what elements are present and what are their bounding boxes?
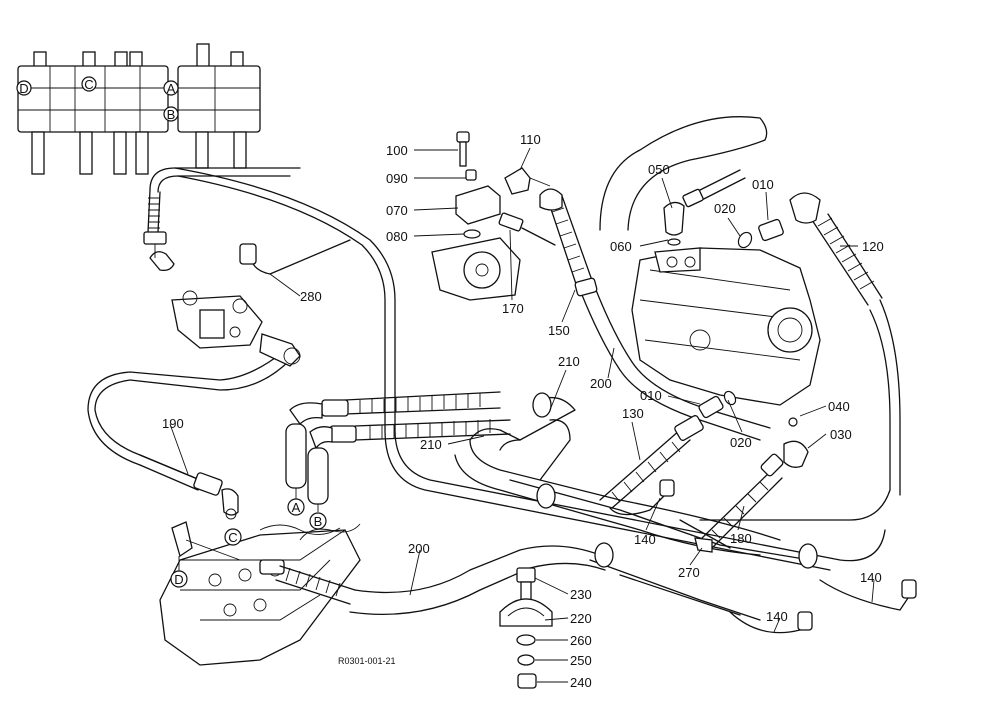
clamp-stack [499,567,553,689]
part-label-020: 020 [730,435,752,450]
part-label-060: 060 [610,239,632,254]
inset-marker-d: D [16,80,32,96]
part-label-010: 010 [640,388,662,403]
svg-text:D: D [19,81,28,96]
elbow-050 [663,169,746,246]
svg-text:B: B [314,514,323,529]
marker-d-lower: D [170,556,188,588]
part-label-100: 100 [386,143,408,158]
hose-180 [699,417,809,549]
clip-270 [694,537,713,553]
part-label-210: 210 [558,354,580,369]
marker-a-lower: A [287,498,305,516]
pipe-routing [87,116,901,621]
part-label-170: 170 [502,301,524,316]
hose-120 [789,192,883,306]
hydraulic-pump [631,247,821,406]
control-valve-inset [17,43,301,193]
part-label-020: 020 [714,201,736,216]
svg-text:A: A [167,81,176,96]
part-label-080: 080 [386,229,408,244]
coiled-hose-left [143,189,175,272]
part-label-270: 270 [678,565,700,580]
inset-marker-c: C [81,76,97,92]
fitting-010-020-top [737,218,784,249]
part-label-110: 110 [520,132,541,147]
drawing-reference-code: R0301-001-21 [338,656,396,666]
part-label-280: 280 [300,289,322,304]
harness-140-b [819,579,917,611]
elbow-110 [504,167,551,195]
part-label-090: 090 [386,171,408,186]
svg-text:C: C [228,530,237,545]
hose-190 [139,454,239,520]
twin-coiled-hoses [289,391,511,450]
part-label-140: 140 [634,532,656,547]
part-labels: 100 110 090 070 080 050 010 020 060 120 … [162,132,884,690]
tube-a [285,423,307,500]
part-label-220: 220 [570,611,592,626]
wire-harness-280 [239,239,351,275]
part-label-210: 210 [420,437,442,452]
part-label-070: 070 [386,203,408,218]
hose-130 [599,390,737,509]
coiled-hose-150 [539,188,598,297]
harness-140-a [609,479,675,516]
tube-b [307,447,329,512]
svg-text:B: B [167,107,176,122]
inset-marker-b: B [163,106,179,122]
part-label-040: 040 [828,399,850,414]
part-label-030: 030 [830,427,852,442]
part-label-230: 230 [570,587,592,602]
part-label-260: 260 [570,633,592,648]
lower-control-valve [159,521,361,666]
part-label-140: 140 [860,570,882,585]
inset-marker-a: A [163,80,179,96]
svg-text:D: D [174,572,183,587]
leader-lines [169,147,875,683]
part-label-200: 200 [590,376,612,391]
part-label-180: 180 [730,531,752,546]
harness-140-c [729,611,813,634]
coiled-hose-200-lower [275,565,356,605]
part-label-240: 240 [570,675,592,690]
part-label-150: 150 [548,323,570,338]
marker-b-lower: B [309,512,327,530]
gear-pump-070 [431,131,521,301]
part-label-010: 010 [752,177,774,192]
pipe-ends [532,392,818,569]
svg-text:A: A [292,500,301,515]
fitting-170 [498,212,556,246]
svg-text:C: C [84,77,93,92]
part-label-190: 190 [162,416,184,431]
part-label-130: 130 [622,406,644,421]
marker-c-lower: C [224,528,242,546]
part-label-120: 120 [862,239,884,254]
part-label-050: 050 [648,162,670,177]
valve-block-small [171,290,301,367]
part-label-200: 200 [408,541,430,556]
part-label-140: 140 [766,609,788,624]
part-label-250: 250 [570,653,592,668]
